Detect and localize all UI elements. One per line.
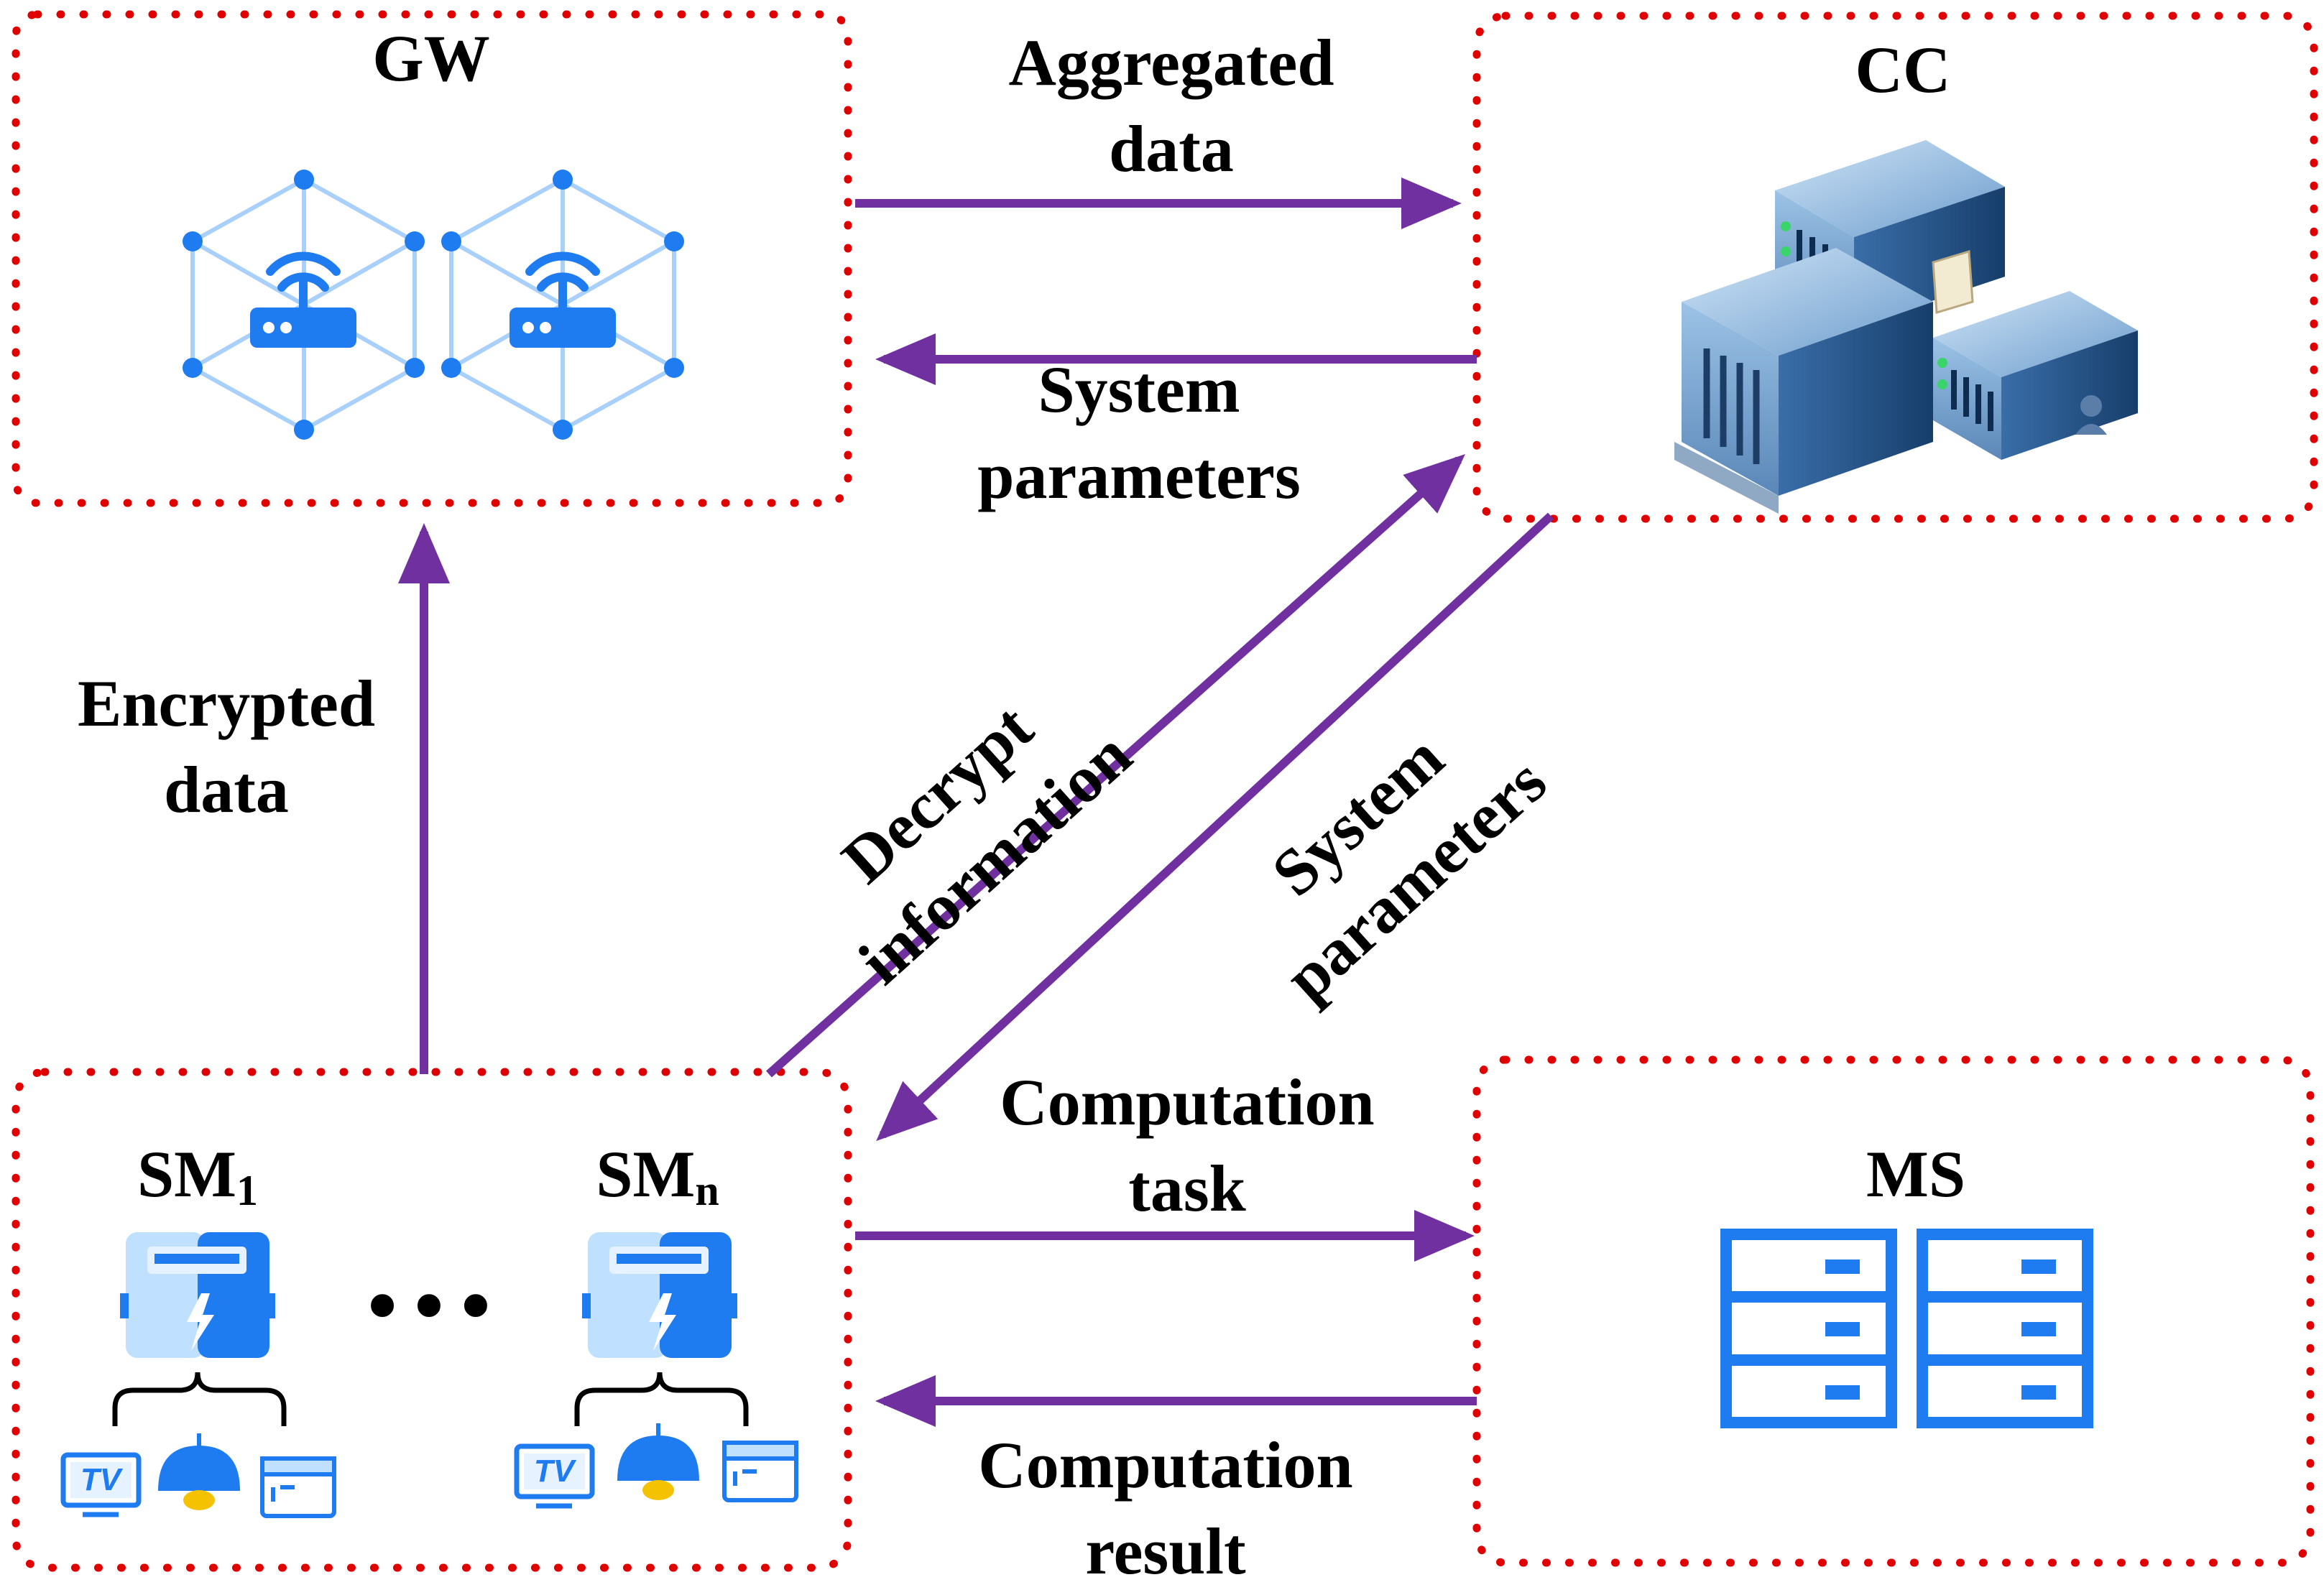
sm-box (11, 1068, 852, 1572)
gw-title: GW (372, 22, 490, 95)
smn-title: SMn (596, 1137, 719, 1214)
label-computation-result-line1: Computation (978, 1428, 1352, 1502)
arrow-cc-to-sm (876, 512, 1554, 1142)
arrow-sm-to-cc (766, 454, 1465, 1078)
gw-box (11, 10, 852, 507)
svg-text:TV: TV (534, 1453, 577, 1489)
control-center-server-icon (1674, 140, 2138, 514)
router-icon (250, 251, 356, 348)
appliance-icon (260, 1456, 336, 1518)
tv-icon: TV (514, 1443, 595, 1509)
label-system-parameters-top-line1: System (1038, 353, 1240, 426)
smart-meter-1-icon: TV (60, 1232, 336, 1518)
cc-box (1472, 11, 2318, 523)
tv-icon: TV (60, 1452, 142, 1517)
smart-meter-n-icon: TV (514, 1232, 798, 1509)
lamp-icon (158, 1433, 240, 1510)
label-aggregated-data-line1: Aggregated (1008, 26, 1334, 99)
label-computation-task-line2: task (1128, 1152, 1246, 1225)
label-computation-result-line2: result (1085, 1515, 1246, 1588)
ms-box (1472, 1055, 2315, 1567)
label-computation-task-line1: Computation (1000, 1066, 1374, 1139)
label-aggregated-data-line2: data (1109, 112, 1234, 185)
sm1-title: SM1 (137, 1137, 258, 1214)
label-encrypted-data-line2: data (164, 753, 289, 826)
lamp-icon (617, 1423, 699, 1500)
router-icon (509, 251, 616, 348)
svg-text:TV: TV (80, 1462, 124, 1497)
ms-title: MS (1866, 1137, 1965, 1211)
meters-ellipsis: ••• (359, 1262, 499, 1354)
appliance-icon (722, 1441, 798, 1502)
cc-title: CC (1855, 33, 1951, 106)
label-system-parameters-top-line2: parameters (977, 439, 1301, 512)
gateway-network-icon (183, 170, 684, 440)
label-encrypted-data-line1: Encrypted (78, 667, 375, 740)
ms-server-rack-icon (1720, 1229, 2093, 1428)
